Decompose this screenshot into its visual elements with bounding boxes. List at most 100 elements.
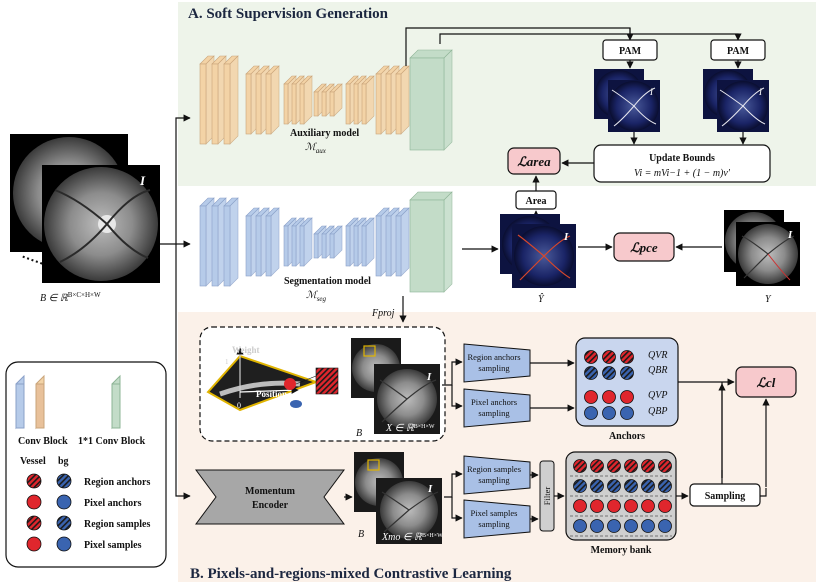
pixel-samples-sampler bbox=[463, 499, 531, 539]
loss-area-box bbox=[507, 147, 561, 175]
legend-conv11-block-icon bbox=[111, 374, 121, 430]
pixel-sample-bg-dot bbox=[590, 519, 604, 533]
section-b-title: B. Pixels-and-regions-mixed Contrastive … bbox=[190, 566, 512, 582]
anchor-dots bbox=[584, 350, 634, 420]
conv-block bbox=[361, 217, 375, 267]
legend-conv11-block-label: 1*1 Conv Block bbox=[78, 436, 146, 447]
pixel-anchor-bg-dot bbox=[602, 406, 616, 420]
pixel-sample-vessel-dot bbox=[624, 499, 638, 513]
pam-output-images-1: I bbox=[594, 69, 660, 132]
region-sample-vessel-dot bbox=[607, 459, 621, 473]
conv-block bbox=[329, 83, 343, 117]
unit-label: 1 bbox=[225, 358, 229, 366]
pam-label-1: PAM bbox=[619, 46, 642, 57]
auxiliary-model-network bbox=[199, 49, 453, 151]
region-sample-vessel-dot bbox=[573, 459, 587, 473]
legend-row-pixel-anchors: Pixel anchors bbox=[84, 498, 142, 509]
pixel-sample-vessel-dot bbox=[658, 499, 672, 513]
region-samples-sampler-line1: Region samples bbox=[467, 464, 521, 474]
pixel-samples-sampler-line1: Pixel samples bbox=[471, 508, 518, 518]
conv-block bbox=[265, 65, 280, 135]
prediction-label: Ŷ bbox=[538, 293, 545, 305]
legend-box bbox=[5, 361, 167, 568]
seg-model-name: Segmentation model bbox=[284, 276, 371, 287]
conv-block bbox=[299, 75, 313, 125]
loss-pce-box bbox=[613, 232, 675, 262]
legend-row-region-anchors: Region anchors bbox=[84, 477, 151, 488]
legend-dots bbox=[26, 473, 72, 552]
legend-conv-block-label: Conv Block bbox=[18, 436, 68, 447]
svg-text:I: I bbox=[649, 87, 654, 97]
conv-block bbox=[395, 65, 410, 135]
pixel-sample-vessel-dot bbox=[590, 499, 604, 513]
pixel-anchor-vessel-dot bbox=[602, 390, 616, 404]
conv-block bbox=[223, 55, 239, 145]
loss-pce-label: ℒpce bbox=[630, 240, 658, 255]
origin-label: 0 bbox=[237, 401, 241, 410]
region-anchor-vessel-dot bbox=[620, 350, 634, 364]
anchors-label: Anchors bbox=[609, 431, 645, 442]
region-anchor-vessel-dot bbox=[584, 350, 598, 364]
pixel-anchors-sampler-line1: Pixel anchors bbox=[471, 397, 517, 407]
pixel-sample-bg-dot bbox=[658, 519, 672, 533]
region-sample-vessel-dot bbox=[641, 459, 655, 473]
segmentation-model-network bbox=[199, 191, 453, 293]
legend-row-region-samples: Region samples bbox=[84, 519, 151, 530]
legend-bg-dot bbox=[56, 536, 72, 552]
legend-vessel-dot bbox=[26, 515, 42, 531]
legend-conv-block-icon bbox=[15, 374, 45, 430]
momentum-encoder-line2: Encoder bbox=[252, 500, 289, 511]
aux-model-name: Auxiliary model bbox=[290, 128, 359, 139]
pixel-sample-vessel-dot bbox=[607, 499, 621, 513]
memory-bank-label: Memory bank bbox=[591, 545, 652, 556]
region-anchors-sampler-line2: sampling bbox=[478, 363, 510, 373]
conv-block bbox=[329, 225, 343, 259]
feature-mo-b-label: B bbox=[358, 529, 364, 540]
legend-vessel-dot bbox=[26, 494, 42, 510]
pixel-anchor-bg-dot bbox=[584, 406, 598, 420]
legend-vessel-header: Vessel bbox=[20, 456, 46, 467]
region-samples-sampler-line2: sampling bbox=[478, 475, 510, 485]
pixel-anchors-sampler bbox=[463, 388, 531, 428]
pam-label-2: PAM bbox=[727, 46, 750, 57]
pixel-sample-vessel-dot bbox=[573, 499, 587, 513]
legend-bg-dot bbox=[56, 515, 72, 531]
pixel-sample-bg-dot bbox=[641, 519, 655, 533]
conv-block bbox=[395, 207, 410, 277]
conv11-block bbox=[409, 191, 453, 293]
feature-b-label: B bbox=[356, 428, 362, 439]
filter-label: Filter bbox=[542, 487, 552, 506]
feature-map-xmo: I bbox=[354, 452, 442, 544]
pam-output-images-2: I bbox=[703, 69, 769, 132]
section-a-title: A. Soft Supervision Generation bbox=[188, 6, 389, 22]
region-sample-bg-dot bbox=[590, 479, 604, 493]
feature-xmo-label: Xmo ∈ ℝB×H×W bbox=[381, 532, 443, 543]
pixel-anchor-bg-dot bbox=[620, 406, 634, 420]
aux-model-symbol: ℳaux bbox=[305, 142, 327, 155]
region-sample-vessel-dot bbox=[658, 459, 672, 473]
conv-block bbox=[265, 207, 280, 277]
legend-bg-dot bbox=[56, 494, 72, 510]
q-vr-label: QVR bbox=[648, 350, 667, 361]
svg-text:I: I bbox=[758, 87, 763, 97]
loss-cl-box bbox=[735, 366, 797, 398]
legend-vessel-dot bbox=[26, 536, 42, 552]
area-label: Area bbox=[526, 196, 547, 207]
feature-map-x: I bbox=[351, 338, 440, 434]
region-anchors-sampler-line1: Region anchors bbox=[467, 352, 520, 362]
svg-text:I: I bbox=[787, 229, 793, 241]
region-sample-bg-dot bbox=[641, 479, 655, 493]
pixel-anchor-vessel-dot bbox=[584, 390, 598, 404]
legend-vessel-dot bbox=[26, 473, 42, 489]
q-vp-label: QVP bbox=[648, 390, 667, 401]
sampling-label: Sampling bbox=[705, 491, 746, 502]
input-batch-label: B ∈ ℝB×C×H×W bbox=[40, 291, 101, 304]
region-sample-bg-dot bbox=[624, 479, 638, 493]
feature-x-label: X ∈ ℝB×H×W bbox=[385, 423, 435, 434]
momentum-encoder-line1: Momentum bbox=[245, 486, 296, 497]
conv-block bbox=[223, 197, 239, 287]
label-images: I bbox=[724, 210, 800, 286]
pixel-sample-bg-dot bbox=[573, 519, 587, 533]
position-axis-label: Position bbox=[256, 389, 287, 399]
